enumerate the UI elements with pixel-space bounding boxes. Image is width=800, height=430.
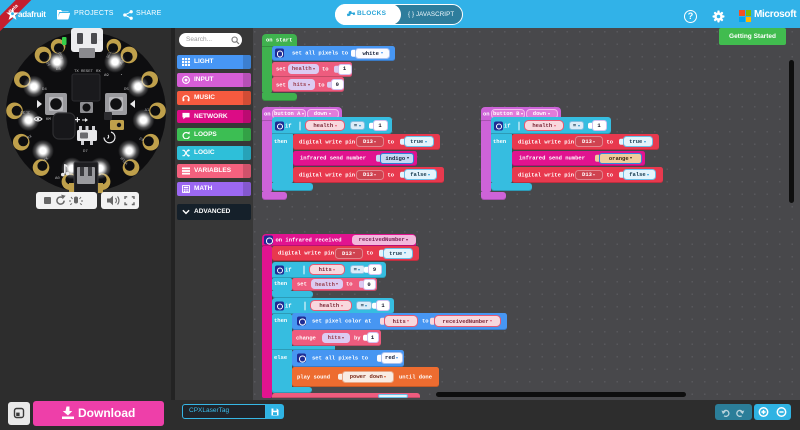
svg-text:A2: A2: [138, 135, 145, 141]
svg-text:D7: D7: [83, 150, 88, 154]
svg-text:D5: D5: [124, 88, 129, 92]
svg-text:RX: RX: [96, 70, 101, 74]
svg-text:TX: TX: [74, 70, 79, 74]
svg-text:A9: A9: [104, 74, 109, 78]
svg-text:RESET: RESET: [81, 70, 94, 74]
svg-text:A0: A0: [55, 177, 60, 181]
svg-text:KM: KM: [46, 118, 51, 122]
svg-text:D4: D4: [42, 88, 47, 92]
svg-text:RX: RX: [27, 135, 34, 141]
svg-text:RX: RX: [98, 39, 103, 43]
svg-text:D8: D8: [56, 68, 61, 72]
svg-text:◔: ◔: [120, 74, 123, 78]
